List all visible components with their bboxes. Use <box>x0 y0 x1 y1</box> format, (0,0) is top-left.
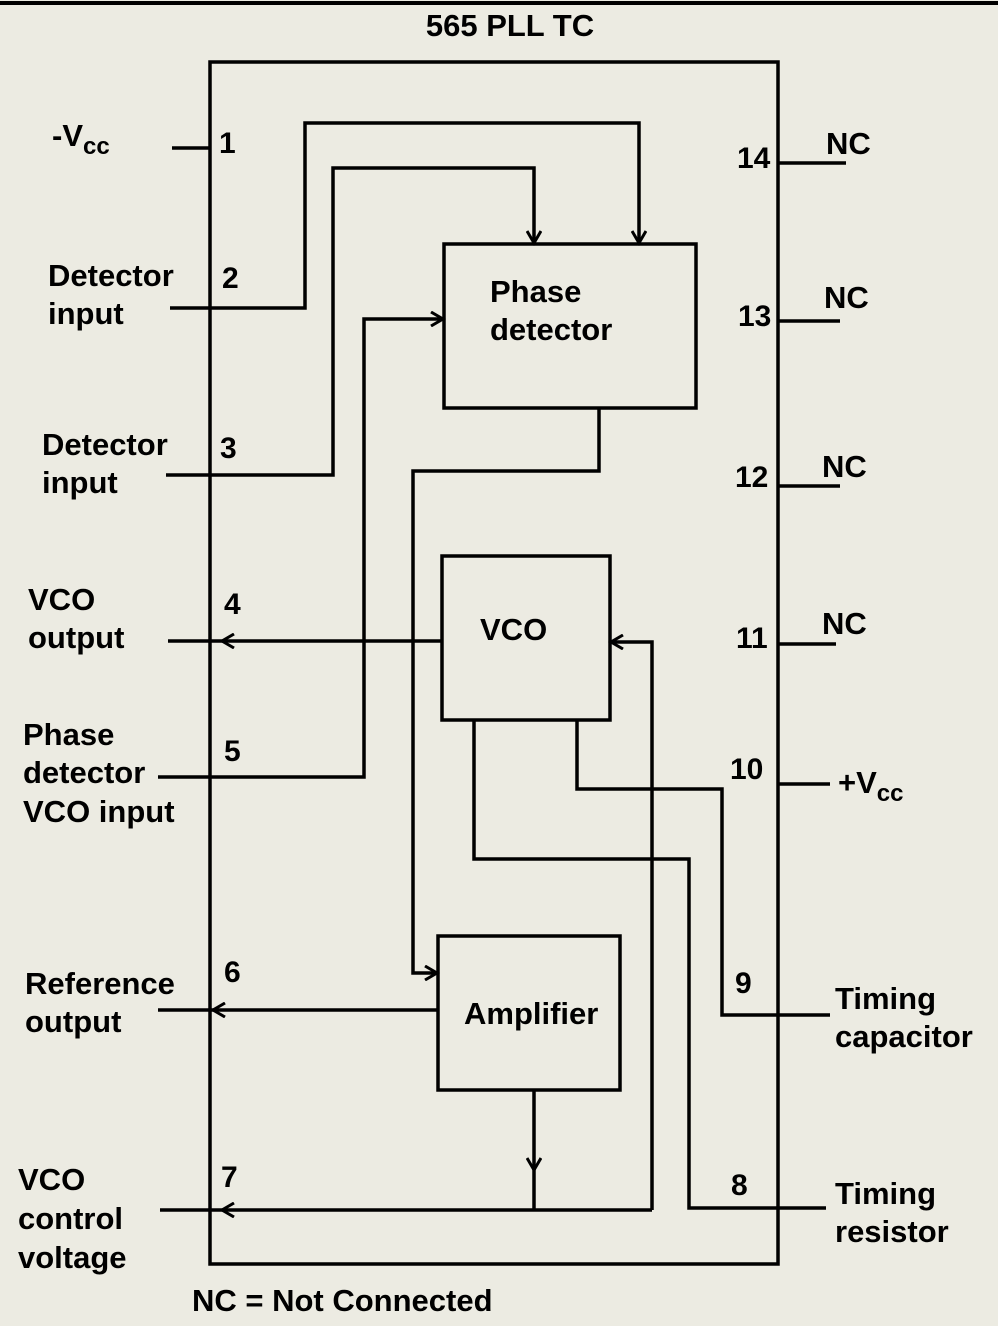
phase-detector-label-line2: detector <box>490 312 612 347</box>
pin-number-6: 6 <box>224 956 241 989</box>
vco-block-label: VCO <box>480 612 547 647</box>
right-pin-stubs <box>778 161 846 786</box>
pin-number-2: 2 <box>222 262 239 295</box>
pin-number-4: 4 <box>224 588 241 621</box>
pin-number-8: 8 <box>731 1169 748 1202</box>
amplifier-block-label: Amplifier <box>464 996 598 1031</box>
pin-number-10: 10 <box>730 753 763 786</box>
pin-number-11: 11 <box>736 622 768 655</box>
pin4-label-line1: VCO <box>28 582 95 617</box>
wire-phase-detector-to-amplifier <box>411 408 601 973</box>
wire-control-feedback-to-vco <box>611 642 654 1210</box>
right-pin-labels: NC NC NC NC +Vcc Timing capacitor Timing… <box>822 126 973 1249</box>
wire-pin3-to-phase-detector <box>166 166 534 477</box>
left-pin-numbers: 1 2 3 4 5 6 7 <box>219 127 241 1194</box>
pin14-label: NC <box>826 126 871 161</box>
left-pin-labels: -Vcc Detector input Detector input VCO o… <box>18 118 175 1275</box>
pin5-label-line2: detector <box>23 755 145 790</box>
wire-pin2-to-phase-detector <box>170 121 639 310</box>
amplifier-block: Amplifier <box>436 934 622 1092</box>
signal-wires <box>158 121 830 1210</box>
pin-number-12: 12 <box>735 461 768 494</box>
pin12-label: NC <box>822 449 867 484</box>
pin7-label-line3: voltage <box>18 1240 127 1275</box>
pin8-label-line2: resistor <box>835 1214 949 1249</box>
pin11-label: NC <box>822 606 867 641</box>
pin7-label-line2: control <box>18 1201 123 1236</box>
pin5-label-line3: VCO input <box>23 794 175 829</box>
wire-pin5-to-phase-detector <box>158 319 443 779</box>
vco-block: VCO <box>440 554 612 722</box>
pin-number-9: 9 <box>735 967 752 1000</box>
pin-number-13: 13 <box>738 300 771 333</box>
pin3-label-line2: input <box>42 465 118 500</box>
pin13-label: NC <box>824 280 869 315</box>
wire-vco-to-pin9 <box>575 720 830 1017</box>
pin1-label: -Vcc <box>52 118 110 160</box>
pin7-label-line1: VCO <box>18 1162 85 1197</box>
pin3-label-line1: Detector <box>42 427 168 462</box>
phase-detector-block: Phase detector <box>442 242 698 410</box>
pin-number-5: 5 <box>224 735 241 768</box>
pin4-label-line2: output <box>28 620 124 655</box>
pin2-label-line2: input <box>48 296 124 331</box>
diagram-title: 565 PLL TC <box>426 8 594 43</box>
pin6-label-line2: output <box>25 1004 121 1039</box>
pin-number-3: 3 <box>220 432 237 465</box>
ic-package-outline <box>208 60 780 1266</box>
pin9-label-line2: capacitor <box>835 1019 973 1054</box>
pin-number-14: 14 <box>737 142 771 175</box>
pin8-label-line1: Timing <box>835 1176 936 1211</box>
pin9-label-line1: Timing <box>835 981 936 1016</box>
pin-number-7: 7 <box>221 1161 238 1194</box>
pin-number-1: 1 <box>219 127 236 160</box>
phase-detector-label-line1: Phase <box>490 274 581 309</box>
nc-legend: NC = Not Connected <box>192 1283 493 1318</box>
wire-vco-to-pin8 <box>472 720 826 1210</box>
pin2-label-line1: Detector <box>48 258 174 293</box>
pin10-label: +Vcc <box>838 765 903 807</box>
pin5-label-line1: Phase <box>23 717 114 752</box>
right-pin-numbers: 14 13 12 11 10 9 8 <box>730 142 771 1202</box>
pin6-label-line1: Reference <box>25 966 175 1001</box>
